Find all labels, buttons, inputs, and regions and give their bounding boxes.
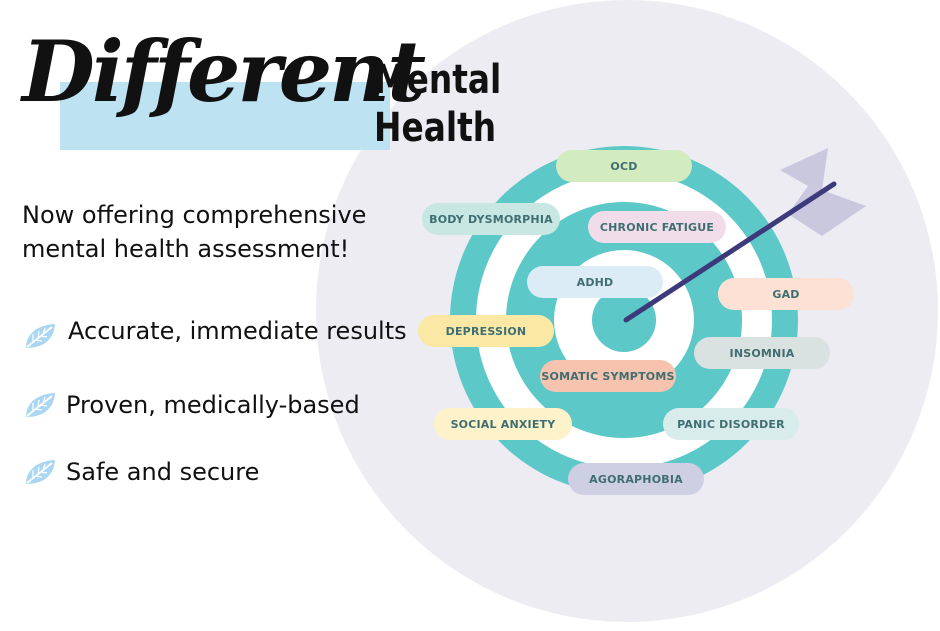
condition-label: AGORAPHOBIA — [589, 472, 683, 486]
condition-label: DEPRESSION — [445, 324, 527, 338]
condition-label: INSOMNIA — [729, 346, 795, 360]
condition-label: ADHD — [576, 275, 614, 289]
condition-pill-somatic-symptoms: SOMATIC SYMPTOMS — [540, 360, 676, 392]
condition-label: SOMATIC SYMPTOMS — [541, 369, 675, 383]
brand-logo: Different Mental Health — [22, 22, 512, 152]
condition-pill-social-anxiety: SOCIAL ANXIETY — [434, 408, 572, 440]
condition-pill-agoraphobia: AGORAPHOBIA — [568, 463, 704, 495]
benefit-text: Accurate, immediate results — [68, 317, 407, 345]
condition-pill-gad: GAD — [718, 278, 854, 310]
condition-label: CHRONIC FATIGUE — [599, 220, 715, 234]
leaf-icon — [26, 324, 55, 348]
condition-pill-panic-disorder: PANIC DISORDER — [663, 408, 799, 440]
tagline-line-2: mental health assessment! — [22, 235, 350, 263]
logo-highlight-band — [60, 82, 390, 150]
condition-pill-chronic-fatigue: CHRONIC FATIGUE — [588, 211, 726, 243]
logo-script-word: Different — [22, 22, 426, 121]
condition-pill-body-dysmorphia: BODY DYSMORPHIA — [422, 203, 560, 235]
benefit-text: Safe and secure — [66, 458, 260, 486]
tagline-line-1: Now offering comprehensive — [22, 201, 367, 229]
benefit-item: Accurate, immediate results — [22, 314, 407, 348]
benefit-text: Proven, medically-based — [66, 391, 360, 419]
condition-label: SOCIAL ANXIETY — [450, 417, 556, 431]
benefit-item: Proven, medically-based — [22, 388, 360, 422]
tagline: Now offering comprehensive mental health… — [22, 198, 422, 266]
condition-label: BODY DYSMORPHIA — [429, 212, 553, 226]
leaf-icon — [26, 460, 55, 484]
condition-label: OCD — [610, 159, 638, 173]
logo-word-mental: Mental — [374, 57, 502, 103]
logo-word-health: Health — [374, 105, 497, 151]
leaf-icon — [26, 393, 55, 417]
condition-pill-depression: DEPRESSION — [418, 315, 554, 347]
condition-pill-insomnia: INSOMNIA — [694, 337, 830, 369]
condition-label: GAD — [772, 287, 800, 301]
benefit-item: Safe and secure — [22, 455, 259, 489]
arrow-icon — [623, 148, 866, 323]
condition-label: PANIC DISORDER — [677, 417, 785, 431]
condition-pill-adhd: ADHD — [527, 266, 663, 298]
condition-pill-ocd: OCD — [556, 150, 692, 182]
